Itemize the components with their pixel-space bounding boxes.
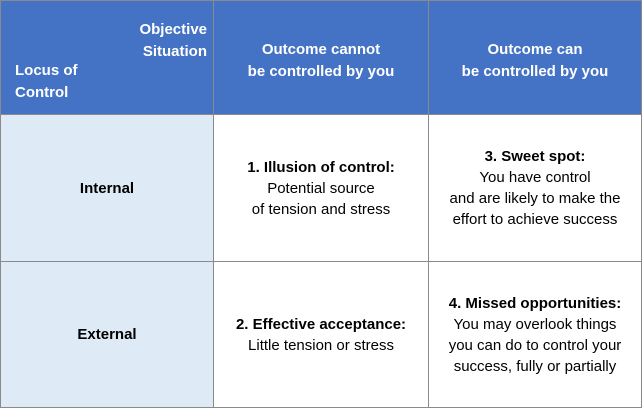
quadrant-text-line: You have control (479, 169, 591, 186)
column-header-line: be controlled by you (247, 62, 395, 80)
quadrant-text-line: effort to achieve success (452, 211, 618, 228)
column-header-cannot-control: Outcome cannot be controlled by you (214, 1, 429, 115)
quadrant-text-line: You may overlook things (453, 315, 617, 333)
row-label-external: External (1, 262, 214, 407)
quadrant-illusion-of-control: 1. Illusion of control: Potential source… (214, 115, 429, 262)
quadrant-text-line: Little tension or stress (248, 336, 394, 354)
quadrant-title: 1. Illusion of control: (247, 158, 395, 176)
row-label-text: External (77, 326, 137, 343)
quadrant-effective-acceptance: 2. Effective acceptance: Little tension … (214, 262, 429, 407)
objective-line-2: Situation (142, 43, 207, 60)
row-label-text: Internal (79, 179, 135, 197)
locus-of-control-label: Locus of Control (15, 60, 78, 104)
column-header-line: Outcome can (487, 40, 583, 58)
column-header-can-control: Outcome can be controlled by you (429, 1, 641, 115)
row-label-internal: Internal (1, 115, 214, 262)
locus-line-2: Control (15, 84, 69, 101)
quadrant-title: 3. Sweet spot: (484, 148, 586, 165)
quadrant-missed-opportunities: 4. Missed opportunities: You may overloo… (429, 262, 641, 407)
column-header-line: be controlled by you (461, 62, 609, 80)
quadrant-text-line: Potential source (267, 179, 375, 197)
quadrant-sweet-spot: 3. Sweet spot: You have control and are … (429, 115, 641, 262)
quadrant-title: 4. Missed opportunities: (448, 294, 622, 312)
locus-line-1: Locus of (15, 62, 78, 79)
objective-line-1: Objective (139, 21, 207, 38)
objective-situation-label: Objective Situation (139, 19, 207, 63)
quadrant-text-line: and are likely to make the (449, 190, 621, 207)
corner-header-cell: Objective Situation Locus of Control (1, 1, 214, 115)
column-header-line: Outcome cannot (261, 40, 381, 58)
quadrant-text-line: of tension and stress (251, 200, 391, 218)
quadrant-text-line: success, fully or partially (453, 357, 617, 375)
quadrant-title: 2. Effective acceptance: (235, 315, 407, 333)
quadrant-text-line: you can do to control your (448, 336, 622, 354)
